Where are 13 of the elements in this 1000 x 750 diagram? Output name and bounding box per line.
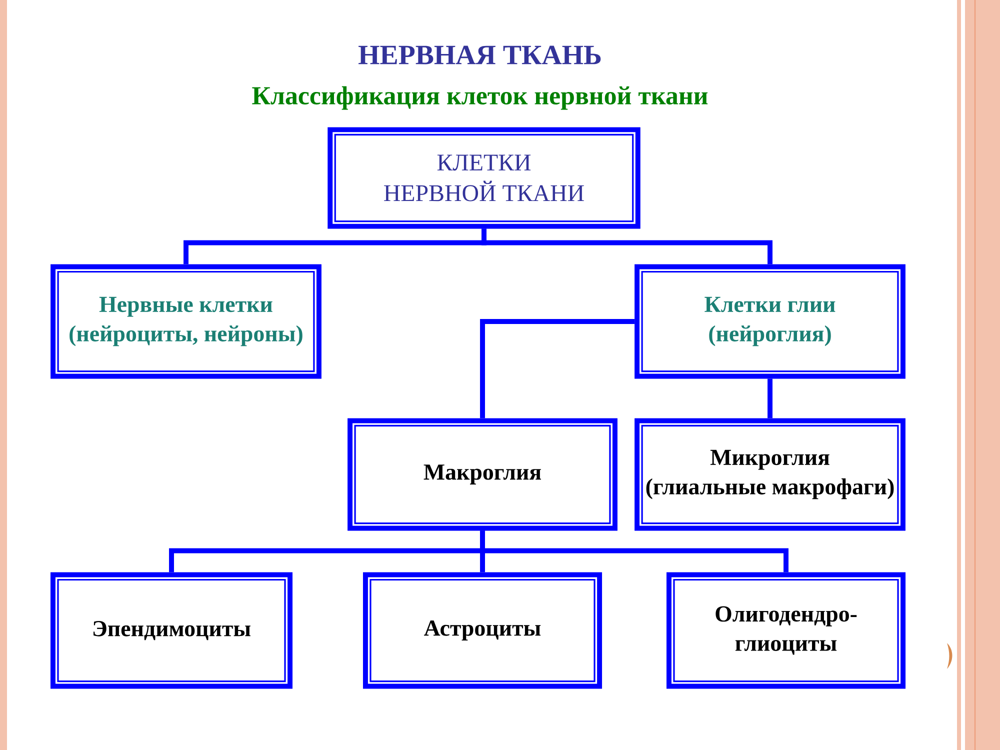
category-box: Клетки глии (нейроглия) [634,264,906,379]
category-box: Нервные клетки (нейроциты, нейроны) [50,264,322,379]
connector-line [480,530,788,572]
category-box: Астроциты [363,572,602,689]
category-box: Олигодендро- глиоциты [666,572,906,689]
category-box: Макроглия [348,418,618,531]
connector-line [482,228,772,264]
title: НЕРВНАЯ ТКАНЬ [358,46,601,64]
category-box: Эпендимоциты [50,572,292,689]
category-box: Микроглия (глиальные макрофаги) [634,418,906,531]
connector-line [768,378,772,418]
category-box: КЛЕТКИ НЕРВНОЙ ТКАНИ [328,127,640,229]
connector-line [480,319,635,418]
